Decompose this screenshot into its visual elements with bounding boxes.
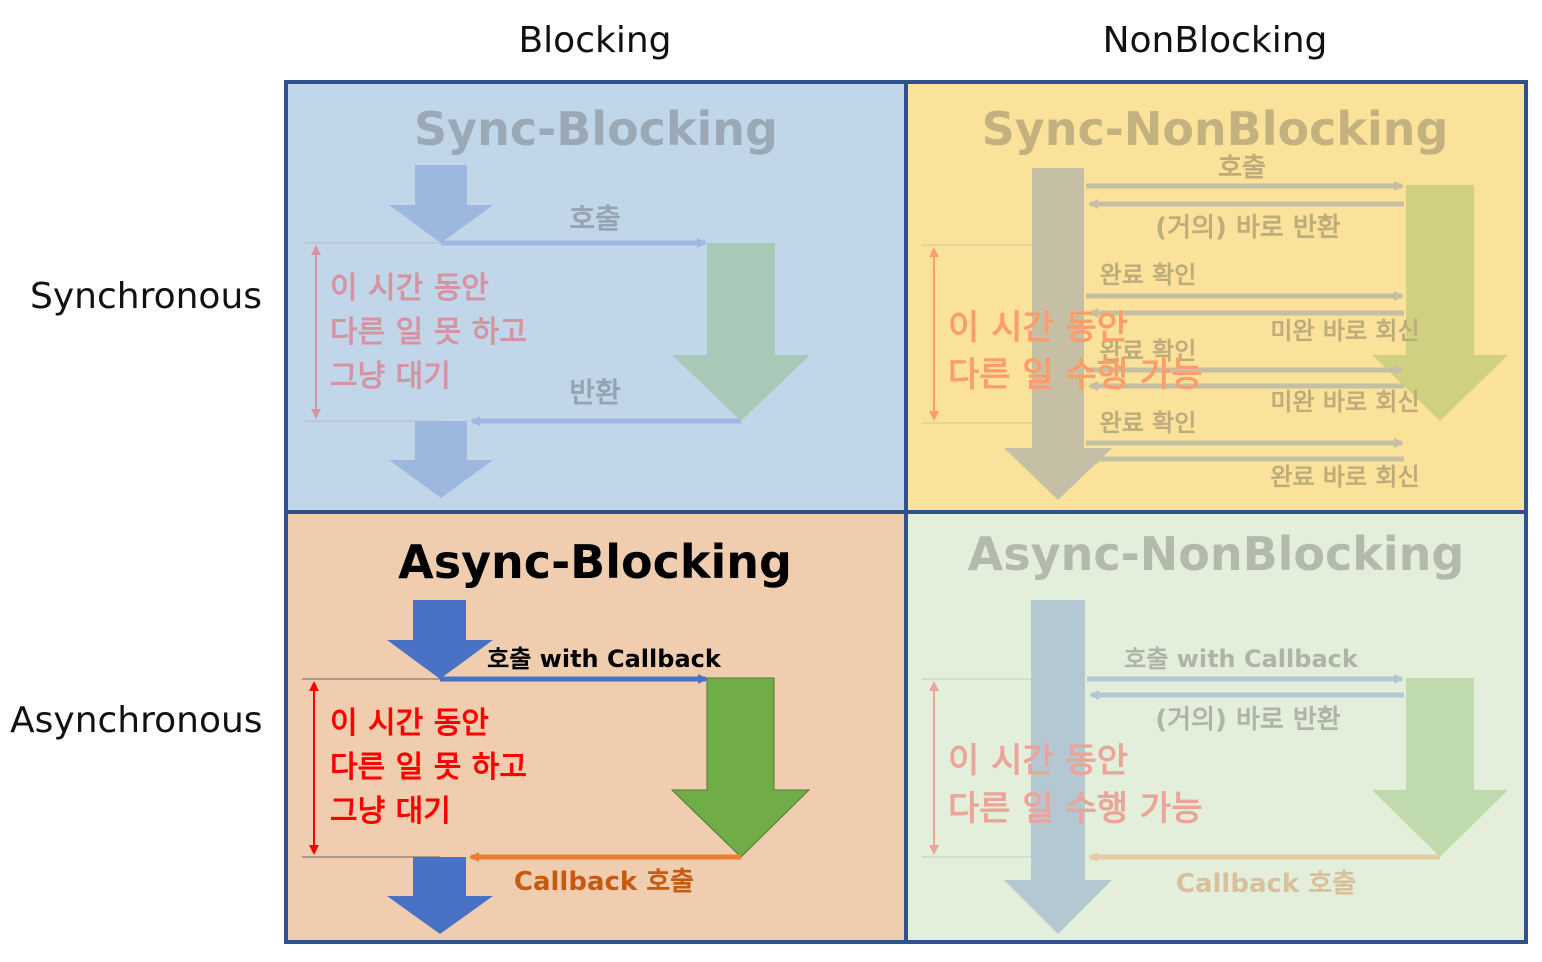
async-nonblocking-work-line-1: 이 시간 동안 [948,741,1128,781]
async-blocking-wait-line-1: 이 시간 동안 [330,706,489,741]
quadrant-sync-blocking-bg [286,82,906,512]
async-nonblocking-title: Async-NonBlocking [968,527,1465,581]
async-nonblocking-call-label: 호출 with Callback [1124,645,1359,673]
async-blocking-wait-line-2: 다른 일 못 하고 [330,750,527,785]
sync-blocking-wait-line-1: 이 시간 동안 [330,271,489,306]
async-blocking-callback-label: Callback 호출 [514,867,694,897]
column-header-nonblocking: NonBlocking [1102,20,1328,61]
sync-blocking-call-label: 호출 [569,202,621,235]
quadrant-async-nonblocking-bg [906,512,1526,942]
quadrant-async-nonblocking: Async-NonBlocking 호출 with Callback (거의) … [922,527,1508,934]
async-blocking-caller-arrow-bottom [387,857,493,934]
async-blocking-call-label: 호출 with Callback [487,645,722,673]
quadrant-async-blocking: Async-Blocking 호출 with Callback Callback… [302,535,811,934]
sync-blocking-wait-line-2: 다른 일 못 하고 [330,315,527,350]
sync-nonblocking-work-line-1: 이 시간 동안 [948,308,1128,348]
async-nonblocking-work-line-2: 다른 일 수행 가능 [948,789,1202,829]
sync-nonblocking-check-label-1: 완료 확인 [1100,261,1197,289]
sync-nonblocking-call-label: 호출 [1218,153,1266,183]
sync-blocking-callee-arrow [672,243,810,421]
async-nonblocking-callback-label: Callback 호출 [1176,869,1356,899]
async-nonblocking-callee-arrow [1372,678,1508,857]
sync-blocking-caller-arrow-top [389,165,493,243]
sync-nonblocking-immediate-return-label: (거의) 바로 반환 [1155,213,1340,243]
async-nonblocking-caller-arrow [1004,600,1112,934]
sync-blocking-return-label: 반환 [569,376,621,409]
sync-nonblocking-work-line-2: 다른 일 수행 가능 [948,355,1202,395]
sync-nonblocking-title: Sync-NonBlocking [982,102,1449,156]
sync-blocking-title: Sync-Blocking [414,102,778,156]
sync-nonblocking-check-label-3: 완료 확인 [1100,409,1197,437]
quadrant-async-blocking-bg [286,512,906,942]
sync-nonblocking-callee-arrow [1372,185,1508,421]
sync-nonblocking-reply-label-1: 미완 바로 회신 [1270,317,1419,345]
sync-nonblocking-reply-label-2: 미완 바로 회신 [1270,388,1419,416]
sync-nonblocking-check-label-2: 완료 확인 [1100,337,1197,365]
row-header-synchronous: Synchronous [30,276,263,317]
sync-nonblocking-reply-label-3: 완료 바로 회신 [1270,463,1419,491]
row-header-asynchronous: Asynchronous [10,700,263,741]
sync-nonblocking-caller-arrow [1004,168,1112,500]
sync-blocking-caller-arrow-bottom [389,421,493,498]
async-blocking-callee-arrow [670,677,811,858]
quadrant-sync-nonblocking-bg [906,82,1526,512]
async-blocking-title: Async-Blocking [398,535,792,589]
quadrant-sync-blocking: Sync-Blocking 호출 반환 이 시간 동안 다른 일 못 하고 그냥… [304,102,810,498]
async-blocking-wait-line-3: 그냥 대기 [330,794,451,829]
column-header-blocking: Blocking [518,20,672,61]
quadrant-sync-nonblocking: Sync-NonBlocking 호출 (거의) 바로 반환 완료 확인 미완 … [922,102,1508,500]
async-blocking-caller-arrow-top [387,600,493,679]
sync-blocking-wait-line-3: 그냥 대기 [330,359,451,394]
async-nonblocking-immediate-return-label: (거의) 바로 반환 [1155,705,1340,735]
